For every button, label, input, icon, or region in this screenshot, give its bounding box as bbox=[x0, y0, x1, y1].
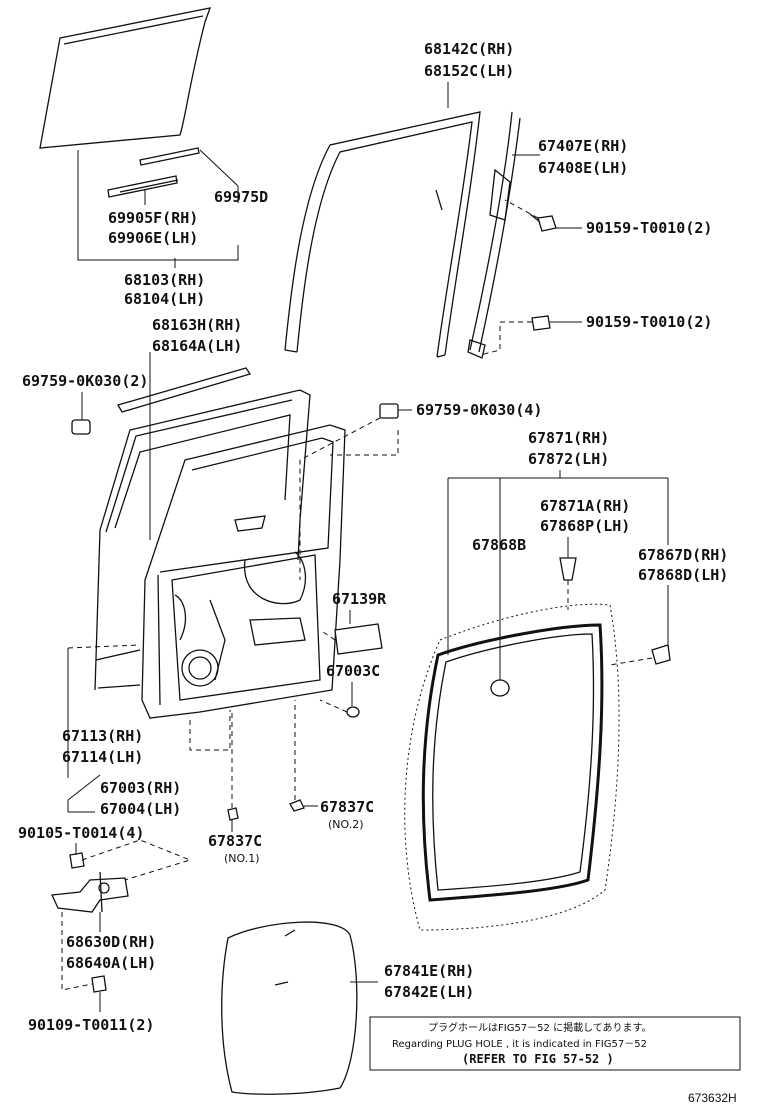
plug-67837C-no1 bbox=[227, 807, 239, 821]
label-67841E: 67841E(RH) bbox=[384, 962, 474, 980]
glass-run-strips bbox=[107, 147, 200, 198]
clip-67867D bbox=[651, 644, 671, 665]
clip-67868B bbox=[490, 679, 510, 697]
clip-69759-right bbox=[379, 403, 399, 419]
label-67113: 67113(RH) bbox=[62, 727, 143, 745]
label-67837C-no2-sub: (NO.2) bbox=[328, 818, 364, 831]
label-67872: 67872(LH) bbox=[528, 450, 609, 468]
note-japanese: プラグホールはFIG57－52 に掲載してあります。 bbox=[428, 1021, 651, 1034]
door-opening-outline bbox=[404, 603, 620, 931]
label-67868D: 67868D(LH) bbox=[638, 566, 728, 584]
plug-hole-note: プラグホールはFIG57－52 に掲載してあります。 Regarding PLU… bbox=[369, 1016, 741, 1071]
label-67004: 67004(LH) bbox=[100, 800, 181, 818]
service-hole-cover-67139R bbox=[334, 623, 383, 655]
label-69905F: 69905F(RH) bbox=[108, 209, 198, 227]
bolt-90109 bbox=[91, 975, 107, 993]
label-67837C-no1-sub: (NO.1) bbox=[224, 852, 260, 865]
bolt-90105 bbox=[69, 852, 85, 869]
label-67114: 67114(LH) bbox=[62, 748, 143, 766]
door-inner-panel bbox=[141, 424, 346, 719]
label-69975D: 69975D bbox=[214, 188, 268, 206]
door-hinge bbox=[51, 871, 129, 913]
door-weatherstrip bbox=[421, 623, 604, 902]
label-68640A: 68640A(LH) bbox=[66, 954, 156, 972]
label-67842E: 67842E(LH) bbox=[384, 983, 474, 1001]
label-67871A: 67871A(RH) bbox=[540, 497, 630, 515]
label-67407E: 67407E(RH) bbox=[538, 137, 628, 155]
label-68103: 68103(RH) bbox=[124, 271, 205, 289]
label-68152C: 68152C(LH) bbox=[424, 62, 514, 80]
bolt-90159-upper bbox=[529, 213, 557, 232]
label-67003: 67003(RH) bbox=[100, 779, 181, 797]
plug-67837C-no2 bbox=[289, 799, 305, 812]
label-68163H: 68163H(RH) bbox=[152, 316, 242, 334]
clip-67871A bbox=[559, 557, 577, 581]
door-glass bbox=[39, 7, 211, 149]
label-90105: 90105-T0014(4) bbox=[18, 824, 144, 842]
note-reference: (REFER TO FIG 57-52 ) bbox=[462, 1052, 614, 1066]
service-hole-cover bbox=[221, 921, 358, 1095]
label-90159-upper: 90159-T0010(2) bbox=[586, 219, 712, 237]
label-68142C: 68142C(RH) bbox=[424, 40, 514, 58]
label-90159-lower: 90159-T0010(2) bbox=[586, 313, 712, 331]
belt-molding bbox=[117, 367, 252, 413]
label-69759-left: 69759-0K030(2) bbox=[22, 372, 148, 390]
label-67408E: 67408E(LH) bbox=[538, 159, 628, 177]
label-67837C-no1: 67837C bbox=[208, 832, 262, 850]
label-67139R: 67139R bbox=[332, 590, 387, 608]
window-frame-channel bbox=[284, 111, 481, 358]
leader-lines bbox=[61, 82, 669, 1012]
label-69759-right: 69759-0K030(4) bbox=[416, 401, 542, 419]
label-67868B: 67868B bbox=[472, 536, 526, 554]
label-67837C-no2: 67837C bbox=[320, 798, 374, 816]
division-bar bbox=[467, 111, 521, 359]
label-68164A: 68164A(LH) bbox=[152, 337, 242, 355]
label-67003C: 67003C bbox=[326, 662, 380, 680]
label-67871: 67871(RH) bbox=[528, 429, 609, 447]
door-outer-panel bbox=[94, 389, 311, 691]
note-english: Regarding PLUG HOLE , it is indicated in… bbox=[392, 1039, 647, 1050]
label-90109: 90109-T0011(2) bbox=[28, 1016, 154, 1034]
label-69906E: 69906E(LH) bbox=[108, 229, 198, 247]
clip-69759-left bbox=[71, 419, 91, 435]
label-68104: 68104(LH) bbox=[124, 290, 205, 308]
label-67868P: 67868P(LH) bbox=[540, 517, 630, 535]
figure-id: 673632H bbox=[688, 1091, 737, 1105]
bolt-90159-lower bbox=[531, 315, 551, 331]
label-68630D: 68630D(RH) bbox=[66, 933, 156, 951]
label-67867D: 67867D(RH) bbox=[638, 546, 728, 564]
plug-67003C bbox=[346, 706, 360, 718]
